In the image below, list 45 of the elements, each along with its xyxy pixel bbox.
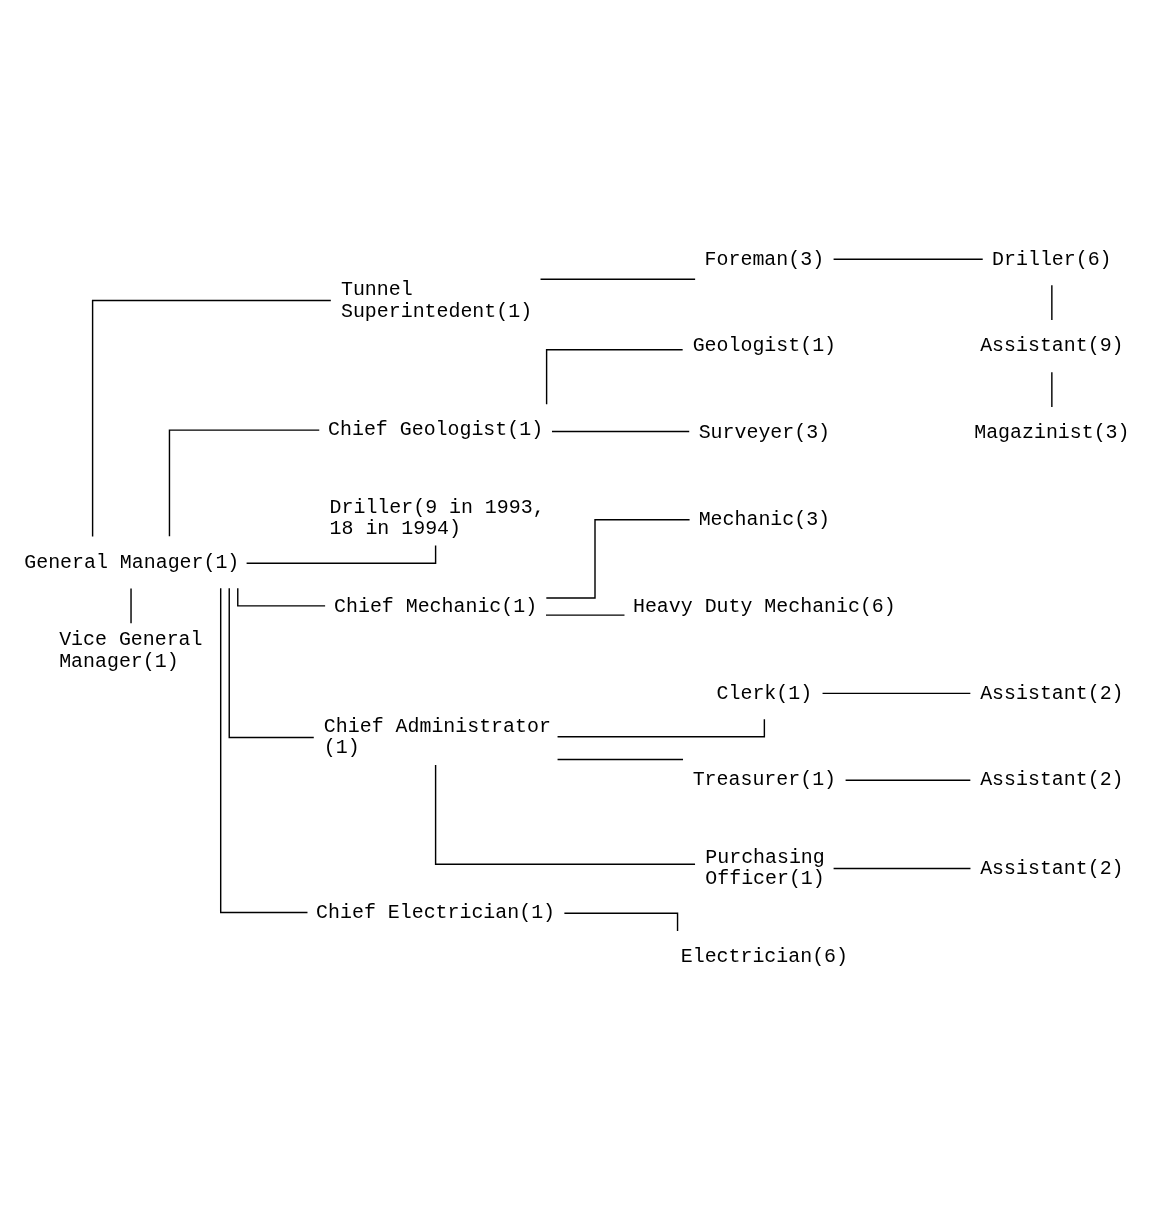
- connector: [245, 544, 437, 564]
- connector: [556, 758, 684, 760]
- connector: [168, 428, 320, 537]
- connector: [130, 587, 132, 624]
- connector: [844, 779, 972, 781]
- node-text: Geologist(1): [692, 333, 837, 357]
- node-text: Mechanic(3): [698, 507, 831, 531]
- node-text: Vice General Manager(1): [59, 627, 203, 673]
- connector: [563, 912, 679, 932]
- connector: [556, 717, 766, 737]
- node-text: Chief Geologist(1): [328, 417, 544, 441]
- connector: [551, 430, 690, 432]
- node-text: Surveyer(3): [698, 420, 831, 444]
- node-text: Assistant(2): [980, 767, 1124, 791]
- node-text: Assistant(2): [980, 681, 1124, 705]
- connector: [1051, 284, 1053, 321]
- node-text: Magazinist(3): [974, 420, 1130, 444]
- connector: [434, 763, 696, 865]
- connector: [545, 518, 691, 599]
- connector: [545, 348, 684, 405]
- node-text: Heavy Duty Mechanic(6): [632, 594, 896, 618]
- connector: [832, 258, 984, 260]
- node-text: Treasurer(1): [692, 767, 837, 791]
- node-text: Assistant(9): [980, 333, 1124, 357]
- node-text: Purchasing Officer(1): [705, 845, 825, 890]
- node-text: Electrician(6): [680, 944, 848, 968]
- node-text: Clerk(1): [716, 681, 813, 705]
- node-text: Chief Administrator (1): [323, 714, 551, 759]
- node-text: Tunnel Superintedent(1): [340, 277, 533, 323]
- connector: [821, 692, 972, 694]
- node-text: Chief Mechanic(1): [334, 594, 538, 618]
- node-text: General Manager(1): [24, 550, 240, 574]
- connector: [91, 299, 332, 537]
- connector: [237, 587, 326, 607]
- node-text: Driller(6): [992, 247, 1112, 271]
- connector: [220, 587, 309, 913]
- connector: [545, 613, 626, 616]
- node-text: Foreman(3): [704, 247, 825, 271]
- node-text: Driller(9 in 1993, 18 in 1994): [329, 495, 545, 540]
- node-text: Assistant(2): [980, 856, 1124, 880]
- connector: [228, 587, 315, 738]
- connector: [832, 867, 972, 869]
- node-text: Chief Electrician(1): [316, 900, 556, 924]
- connector: [1051, 370, 1053, 408]
- connector: [539, 278, 696, 280]
